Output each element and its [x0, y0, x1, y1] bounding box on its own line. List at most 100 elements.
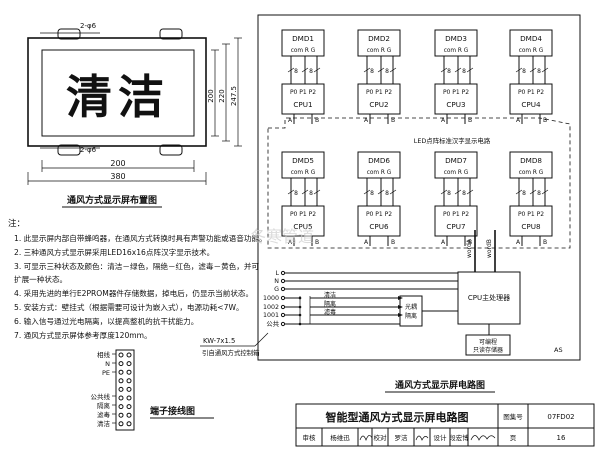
- note-item: 7. 通风方式显示屏体参考厚度120mm。: [14, 330, 152, 340]
- bus-b-label: B: [543, 239, 547, 246]
- input-terminal: [280, 295, 286, 301]
- input-label: 1000: [263, 295, 279, 302]
- input-terminal: [280, 270, 286, 276]
- note-item: 2. 三种通风方式显示屏采用LED16x16点阵汉字显示技术。: [14, 247, 214, 257]
- dmd-box: [357, 29, 401, 57]
- bus-a-label: A: [288, 117, 293, 124]
- bus-width-label: 8: [537, 68, 541, 75]
- bus-b-label: B: [468, 117, 472, 124]
- bus-width-label: 8: [370, 68, 374, 75]
- bus-width-label: 8: [370, 190, 374, 197]
- bus-width-label: 8: [447, 190, 451, 197]
- cable-label-1: KW-7x1.5: [203, 337, 235, 345]
- bus-width-label: 8: [309, 68, 313, 75]
- cpu-label: CPU2: [369, 100, 388, 109]
- note-item: 3. 可显示三种状态及颜色：清洁－绿色，隔绝－红色，滤毒－黄色，并可: [14, 261, 259, 271]
- note-item: 4. 采用先进的单行E2PROM器件存储数据，掉电后，仍显示当前状态。: [14, 288, 253, 298]
- cpu-label: CPU1: [293, 100, 312, 109]
- dmd-pins: com R G: [444, 48, 469, 54]
- dmd-pins: com R G: [519, 170, 544, 176]
- terminal-screw: [118, 404, 124, 410]
- title-block: 智能型通风方式显示屏电路图 图集号 07FD02 审核 杨维迅 校对 罗洁 设计…: [295, 403, 595, 447]
- dmd-pins: com R G: [367, 170, 392, 176]
- cpu-ports: P0 P1 P2: [290, 89, 316, 96]
- design-name: 段宏博: [449, 433, 469, 442]
- display-panel-outline: [27, 37, 207, 147]
- check-name: 罗洁: [395, 433, 409, 442]
- bus-a-label: A: [288, 239, 293, 246]
- dmd-box: [281, 151, 325, 179]
- bus-b-label: B: [391, 117, 395, 124]
- word-b-label: wordB: [486, 239, 493, 258]
- dmd-pins: com R G: [519, 48, 544, 54]
- check-label: 校对: [374, 433, 388, 442]
- dmd-pins: com R G: [291, 48, 316, 54]
- circuit-frame: [257, 14, 581, 361]
- input-label: G: [274, 286, 279, 293]
- input-terminal: [280, 304, 286, 310]
- input-label: 1001: [263, 312, 279, 319]
- terminal-screw: [118, 361, 124, 367]
- main-cpu-box: [457, 271, 521, 325]
- notes: 注： 1. 此显示屏内部自带蜂鸣器，在通风方式转换时具有声警功能或语音功能。 2…: [8, 218, 267, 340]
- design-label: 设计: [434, 433, 448, 442]
- cpu-label: CPU3: [446, 100, 465, 109]
- dmd-label: DMD8: [520, 156, 542, 165]
- dim-width-inner: 200: [110, 159, 125, 168]
- cpu-box: [357, 205, 401, 237]
- dmd-pins: com R G: [367, 48, 392, 54]
- dmd-box: [509, 29, 553, 57]
- bus-width-label: 8: [447, 68, 451, 75]
- dmd-label: DMD4: [520, 34, 542, 43]
- page-number: 16: [557, 434, 566, 442]
- cpu-box: [509, 83, 553, 115]
- terminal-label: 公共线: [91, 392, 111, 401]
- atlas-label: 图集号: [503, 412, 523, 421]
- audit-name: 杨维迅: [330, 433, 350, 442]
- terminal-screw: [118, 386, 124, 392]
- drawing-title: 智能型通风方式显示屏电路图: [326, 410, 469, 424]
- bus-width-label: 8: [522, 68, 526, 75]
- input-terminal: [280, 278, 286, 284]
- bus-b-label: B: [543, 117, 547, 124]
- cpu-box: [434, 83, 478, 115]
- dmd-label: DMD7: [445, 156, 467, 165]
- terminal-label: N: [105, 360, 110, 368]
- cpu-ports: P0 P1 P2: [518, 211, 544, 218]
- check-signature: [415, 435, 429, 441]
- bus-width-label: 8: [385, 68, 389, 75]
- dim-height-inner: 200: [207, 89, 215, 102]
- cpu-label: CPU8: [521, 222, 541, 231]
- terminal-screw: [118, 378, 124, 384]
- bus-b-label: B: [391, 239, 395, 246]
- dmd-label: DMD1: [292, 34, 314, 43]
- bus-width-label: 8: [294, 190, 298, 197]
- bus-width-label: 8: [462, 190, 466, 197]
- bus-width-label: 8: [385, 190, 389, 197]
- audit-label: 审核: [303, 433, 317, 442]
- cpu-ports: P0 P1 P2: [366, 89, 392, 96]
- mount-tab: [159, 144, 183, 156]
- dmd-box: [509, 151, 553, 179]
- input-terminal: [280, 286, 286, 292]
- dim-label-bottom: 2-φ6: [80, 146, 97, 154]
- terminal-screw: [118, 369, 124, 375]
- bus-a-label: A: [441, 239, 446, 246]
- cpu-label: CPU7: [446, 222, 465, 231]
- layout-view: 清洁 2-φ6 2-φ6 200 380 200 220 247.5 通风方式显…: [27, 22, 242, 208]
- eprom-label-2: 只读存储器: [473, 346, 503, 354]
- cpu-box: [357, 83, 401, 115]
- bus-a-label: A: [364, 239, 369, 246]
- main-cpu-label: CPU主处理器: [468, 293, 510, 302]
- opto-label-2: 隔离: [405, 312, 417, 320]
- dim-width-outer: 380: [110, 172, 125, 181]
- cpu-box: [281, 83, 325, 115]
- terminal-screw: [126, 386, 132, 392]
- bus-width-label: 8: [309, 190, 313, 197]
